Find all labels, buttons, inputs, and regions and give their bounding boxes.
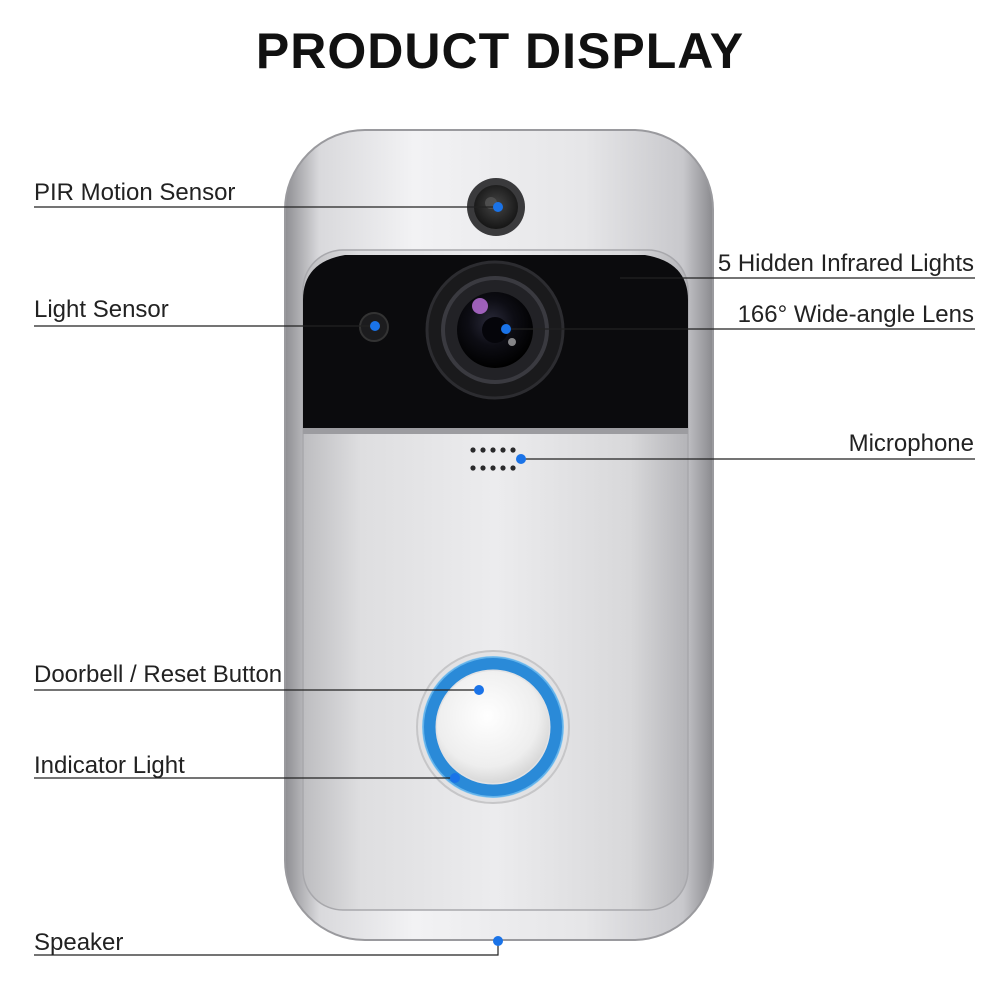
- marker-lens: [501, 324, 511, 334]
- label-infrared-lights: 5 Hidden Infrared Lights: [717, 250, 974, 277]
- doorbell-button: [416, 650, 570, 804]
- marker-button: [474, 685, 484, 695]
- marker-speaker: [493, 936, 503, 946]
- label-doorbell-reset-button: Doorbell / Reset Button: [34, 661, 283, 688]
- label-microphone: Microphone: [848, 430, 974, 457]
- label-light-sensor: Light Sensor: [34, 296, 169, 323]
- marker-light-sensor: [370, 321, 380, 331]
- label-indicator-light: Indicator Light: [34, 752, 185, 779]
- microphone-holes: [470, 447, 516, 471]
- label-wide-angle-lens: 166° Wide-angle Lens: [737, 301, 974, 328]
- band-bezel: [303, 428, 688, 434]
- label-speaker: Speaker: [34, 929, 124, 956]
- marker-microphone: [516, 454, 526, 464]
- page-title: PRODUCT DISPLAY: [255, 23, 745, 79]
- marker-indicator: [450, 773, 460, 783]
- camera-lens: [425, 260, 565, 400]
- marker-pir: [493, 202, 503, 212]
- label-pir-motion-sensor: PIR Motion Sensor: [34, 179, 236, 206]
